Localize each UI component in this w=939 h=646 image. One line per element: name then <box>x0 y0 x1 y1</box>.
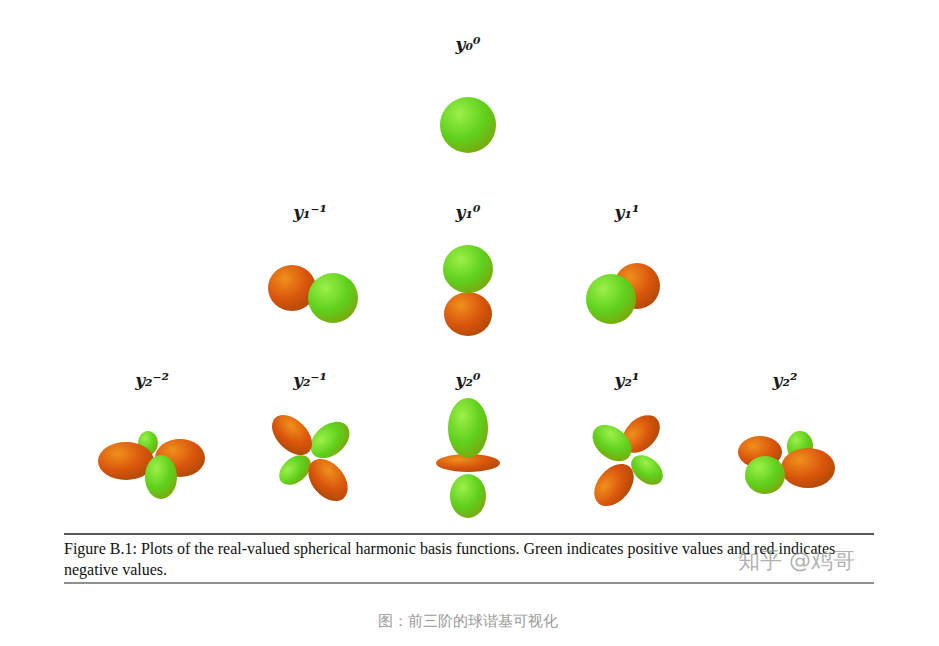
function-label: y₂² <box>773 370 798 390</box>
positive-lobe <box>586 274 636 324</box>
function-label: y₁⁻¹ <box>293 202 327 222</box>
negative-lobe <box>264 407 319 462</box>
positive-lobe <box>450 474 486 518</box>
function-label: y₂⁻¹ <box>293 370 327 390</box>
positive-lobe <box>586 417 639 468</box>
negative-lobe <box>781 448 835 488</box>
positive-lobe <box>448 398 488 458</box>
image-caption: 图：前三阶的球谐基可视化 <box>378 612 558 631</box>
function-label: y₁⁰ <box>456 202 481 222</box>
positive-lobe <box>308 273 358 323</box>
negative-lobe <box>586 456 641 513</box>
positive-lobe <box>745 456 785 494</box>
function-label: y₂¹ <box>615 370 640 390</box>
negative-lobe <box>444 292 492 336</box>
positive-lobe <box>443 245 493 293</box>
positive-lobe <box>440 97 496 153</box>
negative-lobe <box>300 451 355 508</box>
function-label: y₁¹ <box>615 202 640 222</box>
function-label: y₀⁰ <box>456 34 481 54</box>
caption-rule <box>64 533 874 535</box>
function-label: y₂⁰ <box>456 370 481 390</box>
function-label: y₂⁻² <box>135 370 169 390</box>
watermark: 知乎 @鸡哥 <box>738 546 855 576</box>
caption-rule <box>64 582 874 583</box>
positive-lobe <box>145 455 177 499</box>
